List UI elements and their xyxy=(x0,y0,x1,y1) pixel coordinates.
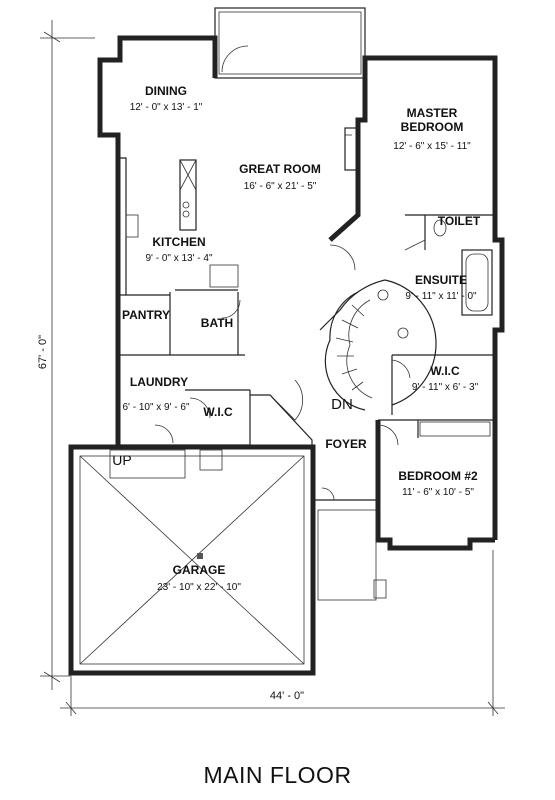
door-swings xyxy=(154,244,411,446)
ensuite-label: ENSUITE xyxy=(415,273,467,287)
master-bedroom-label-line2: BEDROOM xyxy=(401,120,464,134)
master-bedroom-size: 12' - 6" x 15' - 11" xyxy=(393,141,471,152)
kitchen-label: KITCHEN xyxy=(152,235,205,249)
ensuite-fixtures xyxy=(377,219,493,339)
bath-label: BATH xyxy=(201,316,233,330)
ensuite-size: 9' - 11" x 11' - 0" xyxy=(405,291,477,302)
laundry-size: 6' - 10" x 9' - 6" xyxy=(122,402,190,413)
great-room-label: GREAT ROOM xyxy=(239,162,321,176)
floor-title: MAIN FLOOR xyxy=(203,762,352,788)
kitchen-fixtures xyxy=(125,159,239,288)
hall-wic-label: W.I.C xyxy=(203,405,233,419)
master-bedroom-label-line1: MASTER xyxy=(407,106,458,120)
exterior-walls xyxy=(97,35,505,551)
width-dimension-label: 44' - 0" xyxy=(270,690,304,702)
laundry-label: LAUNDRY xyxy=(130,375,188,389)
dining-label: DINING xyxy=(145,84,187,98)
fireplace xyxy=(344,127,360,171)
garage-label: GARAGE xyxy=(173,563,226,577)
master-wic-label: W.I.C xyxy=(430,364,460,378)
pantry-label: PANTRY xyxy=(122,308,170,322)
great-room-size: 16' - 6" x 21' - 5" xyxy=(244,181,317,192)
garage-size: 23' - 10" x 22' - 10" xyxy=(157,582,241,593)
garage-structure xyxy=(68,444,316,676)
bedroom2-size: 11' - 6" x 10' - 5" xyxy=(402,487,474,498)
foyer-walls xyxy=(250,394,387,601)
stair-down-label: DN xyxy=(331,396,353,413)
stair-up-label: UP xyxy=(112,452,131,468)
bedroom2-label: BEDROOM #2 xyxy=(398,469,478,483)
dining-size: 12' - 0" x 13' - 1" xyxy=(130,102,203,113)
toilet-label: TOILET xyxy=(438,214,481,228)
curved-staircase xyxy=(319,279,437,411)
depth-dimension-label: 67' - 0" xyxy=(37,335,49,369)
depth-dimension-line xyxy=(40,20,95,690)
master-wic-size: 9' - 11" x 6' - 3" xyxy=(412,382,479,393)
patio-outline xyxy=(214,7,366,79)
foyer-label: FOYER xyxy=(325,437,367,451)
kitchen-size: 9' - 0" x 13' - 4" xyxy=(145,253,213,264)
width-dimension-line xyxy=(60,550,505,716)
